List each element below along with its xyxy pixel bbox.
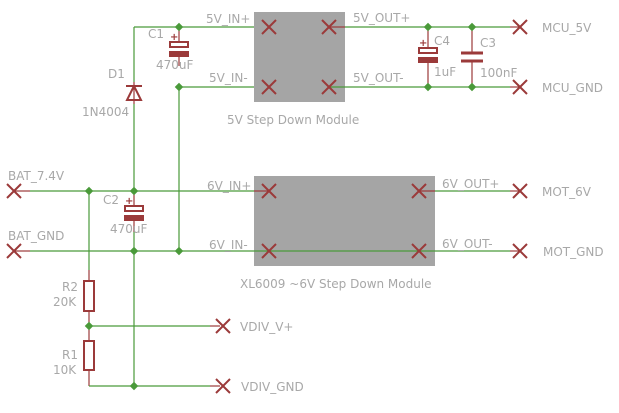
- junction-dot: [467, 22, 477, 32]
- connector-label-mot-6v: MOT_6V: [542, 185, 592, 199]
- junction-dot: [467, 82, 477, 92]
- capacitor-c2-value: 470uF: [110, 222, 148, 236]
- capacitor-c3[interactable]: C3 100nF: [461, 36, 518, 80]
- pin-cross-icon: [321, 19, 337, 35]
- capacitor-c2-plate-pos: [124, 205, 144, 212]
- pin-label-6v-out-pos: 6V_OUT+: [442, 177, 499, 191]
- wires: [14, 26, 520, 387]
- junction-dot: [174, 82, 184, 92]
- capacitor-c1-plate-neg: [169, 51, 189, 57]
- pin-label-6v-in-neg: 6V_IN-: [209, 238, 248, 252]
- resistor-r1-value: 10K: [53, 363, 77, 377]
- capacitor-c1-value: 470uF: [156, 58, 194, 72]
- connector-label-mot-gnd: MOT_GND: [543, 245, 604, 259]
- resistor-r1[interactable]: R1 10K: [53, 340, 95, 377]
- pin-label-6v-in-pos: 6V_IN+: [207, 179, 251, 193]
- capacitor-c1-plate-pos: [169, 41, 189, 48]
- resistor-r2-name: R2: [62, 280, 78, 294]
- pin-cross-icon: [261, 183, 277, 199]
- pin-cross-icon: [411, 183, 427, 199]
- diode-d1[interactable]: D1 1N4004: [82, 67, 143, 119]
- pin-cross-icon: [261, 79, 277, 95]
- pin-cross-icon: [261, 243, 277, 259]
- junction-dot: [174, 22, 184, 32]
- connector-label-mcu-5v: MCU_5V: [542, 21, 592, 35]
- connector-vdiv-pos-icon[interactable]: [215, 318, 231, 334]
- connector-bat-pos-icon[interactable]: [6, 183, 22, 199]
- connector-label-mcu-gnd: MCU_GND: [542, 81, 603, 95]
- resistor-r1-body: [83, 340, 95, 371]
- resistor-r2[interactable]: R2 20K: [53, 280, 95, 312]
- capacitor-c2-plate-neg: [124, 215, 144, 221]
- resistor-r1-name: R1: [62, 348, 78, 362]
- connector-mcu-5v-icon[interactable]: [512, 19, 528, 35]
- capacitor-c3-name: C3: [480, 36, 496, 50]
- connector-mot-gnd-icon[interactable]: [512, 243, 528, 259]
- junction-dot: [423, 22, 433, 32]
- capacitor-c2[interactable]: + C2 470uF: [103, 193, 148, 236]
- diode-d1-name: D1: [108, 67, 125, 81]
- capacitor-c3-value: 100nF: [480, 66, 518, 80]
- capacitor-c4-plate-pos: [418, 47, 438, 54]
- pin-labels: 5V_IN+ 5V_IN- 5V_OUT+ 5V_OUT- 6V_IN+ 6V_…: [206, 11, 499, 252]
- module-6v-title: XL6009 ~6V Step Down Module: [240, 277, 432, 291]
- capacitor-c4-plate-neg: [418, 57, 438, 63]
- resistor-r2-value: 20K: [53, 295, 77, 309]
- capacitor-c1[interactable]: + C1 470uF: [148, 27, 194, 72]
- module-6v-step-down: XL6009 ~6V Step Down Module: [240, 176, 435, 291]
- junctions: [84, 22, 477, 391]
- polarity-mark: +: [170, 32, 178, 43]
- module-5v-title: 5V Step Down Module: [227, 113, 359, 127]
- capacitor-c1-name: C1: [148, 27, 164, 41]
- connector-pins: [6, 19, 528, 394]
- junction-dot: [84, 321, 94, 331]
- module-6v-body: [254, 176, 435, 266]
- connector-label-bat-pos: BAT_7.4V: [8, 169, 65, 183]
- junction-dot: [129, 381, 139, 391]
- pin-label-5v-out-pos: 5V_OUT+: [353, 11, 410, 25]
- connector-label-vdiv-pos: VDIV_V+: [240, 320, 293, 334]
- polarity-mark: +: [125, 196, 133, 207]
- polarity-mark: +: [419, 38, 427, 49]
- junction-dot: [423, 82, 433, 92]
- module-pins: [261, 19, 427, 259]
- capacitor-c2-name: C2: [103, 193, 119, 207]
- capacitor-c4-value: 1uF: [434, 65, 456, 79]
- pin-label-5v-out-neg: 5V_OUT-: [353, 71, 404, 85]
- pin-cross-icon: [321, 79, 337, 95]
- pin-label-5v-in-neg: 5V_IN-: [209, 71, 248, 85]
- capacitor-c4-name: C4: [434, 34, 450, 48]
- junction-dot: [174, 246, 184, 256]
- pin-label-6v-out-neg: 6V_OUT-: [442, 237, 493, 251]
- junction-dot: [129, 186, 139, 196]
- module-5v-step-down: 5V Step Down Module: [227, 12, 359, 127]
- pin-cross-icon: [411, 243, 427, 259]
- junction-dot: [84, 186, 94, 196]
- connector-vdiv-gnd-icon[interactable]: [215, 378, 231, 394]
- connector-mcu-gnd-icon[interactable]: [512, 79, 528, 95]
- connector-labels: BAT_7.4V BAT_GND MCU_5V MCU_GND MOT_6V M…: [8, 21, 604, 394]
- connector-label-vdiv-gnd: VDIV_GND: [241, 380, 304, 394]
- connector-label-bat-gnd: BAT_GND: [8, 229, 64, 243]
- connector-mot-6v-icon[interactable]: [512, 183, 528, 199]
- capacitor-c4[interactable]: + C4 1uF: [418, 34, 456, 79]
- diode-d1-value: 1N4004: [82, 105, 129, 119]
- pin-label-5v-in-pos: 5V_IN+: [206, 12, 250, 26]
- junction-dot: [129, 246, 139, 256]
- pin-cross-icon: [261, 19, 277, 35]
- resistor-r2-body: [83, 280, 95, 312]
- connector-bat-gnd-icon[interactable]: [6, 243, 22, 259]
